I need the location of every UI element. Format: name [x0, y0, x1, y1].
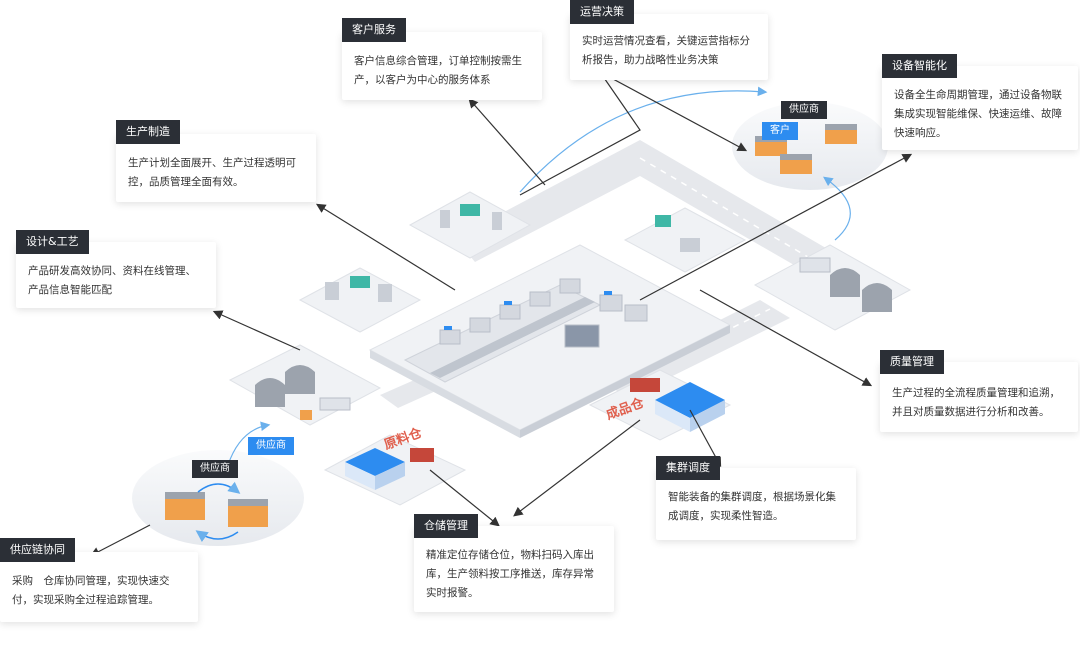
card-body-quality: 生产过程的全流程质量管理和追溯，并且对质量数据进行分析和改善。 — [892, 387, 1060, 418]
card-title-operation-decision: 运营决策 — [570, 0, 634, 24]
device-yard — [753, 244, 912, 331]
card-supply-chain: 供应链协同 采购 仓库协同管理，实现快速交付，实现采购全过程追踪管理。 — [0, 538, 198, 622]
card-body-design: 产品研发高效协同、资料在线管理、产品信息智能匹配 — [28, 265, 196, 296]
card-title-design: 设计&工艺 — [16, 230, 89, 254]
customer-tag: 客户 — [762, 122, 798, 140]
flow-arcs — [227, 86, 851, 466]
card-body-warehouse: 精准定位存储仓位，物料扫码入库出库，生产领料按工序推送，库存异常实时报警。 — [426, 549, 594, 599]
card-title-device-intelligence: 设备智能化 — [882, 54, 957, 78]
card-production: 生产制造 生产计划全面展开、生产过程透明可控，品质管理全面有效。 — [116, 120, 316, 202]
card-body-production: 生产计划全面展开、生产过程透明可控，品质管理全面有效。 — [128, 157, 296, 188]
supplier-tag-mid: 供应商 — [248, 437, 294, 455]
card-customer-service: 客户服务 客户信息综合管理，订单控制按需生产，以客户为中心的服务体系 — [342, 18, 542, 100]
card-quality: 质量管理 生产过程的全流程质量管理和追溯，并且对质量数据进行分析和改善。 — [880, 350, 1078, 432]
supplier-yard — [228, 344, 382, 426]
leader-lines — [89, 71, 913, 557]
card-body-device-intelligence: 设备全生命周期管理，通过设备物联集成实现智能维保、快速运维、故障快速响应。 — [894, 89, 1062, 139]
card-warehouse: 仓储管理 精准定位存储仓位，物料扫码入库出库，生产领料按工序推送，库存异常实时报… — [414, 514, 614, 612]
card-cluster: 集群调度 智能装备的集群调度，根据场景化集成调度，实现柔性智造。 — [656, 456, 856, 540]
design-station — [298, 267, 422, 333]
card-title-warehouse: 仓储管理 — [414, 514, 478, 538]
card-body-customer-service: 客户信息综合管理，订单控制按需生产，以客户为中心的服务体系 — [354, 55, 522, 86]
card-title-cluster: 集群调度 — [656, 456, 720, 480]
supply-chain-oval — [132, 450, 304, 546]
card-design: 设计&工艺 产品研发高效协同、资料在线管理、产品信息智能匹配 — [16, 230, 216, 308]
raw-warehouse-platform — [323, 434, 467, 506]
card-title-customer-service: 客户服务 — [342, 18, 406, 42]
card-body-supply-chain: 采购 仓库协同管理，实现快速交付，实现采购全过程追踪管理。 — [12, 575, 170, 606]
factory-floor — [368, 244, 732, 438]
finished-warehouse-platform — [588, 369, 732, 441]
supplier-tag-bottom: 供应商 — [192, 460, 238, 478]
card-body-cluster: 智能装备的集群调度，根据场景化集成调度，实现柔性智造。 — [668, 491, 836, 522]
supplier-tag-top: 供应商 — [781, 101, 827, 119]
card-operation-decision: 运营决策 实时运营情况查看，关键运营指标分析报告，助力战略性业务决策 — [570, 0, 768, 80]
production-office — [408, 191, 532, 259]
card-title-supply-chain: 供应链协同 — [0, 538, 75, 562]
control-room — [623, 207, 747, 273]
card-body-operation-decision: 实时运营情况查看，关键运营指标分析报告，助力战略性业务决策 — [582, 35, 750, 66]
card-title-production: 生产制造 — [116, 120, 180, 144]
card-device-intelligence: 设备智能化 设备全生命周期管理，通过设备物联集成实现智能维保、快速运维、故障快速… — [882, 54, 1078, 150]
card-title-quality: 质量管理 — [880, 350, 944, 374]
